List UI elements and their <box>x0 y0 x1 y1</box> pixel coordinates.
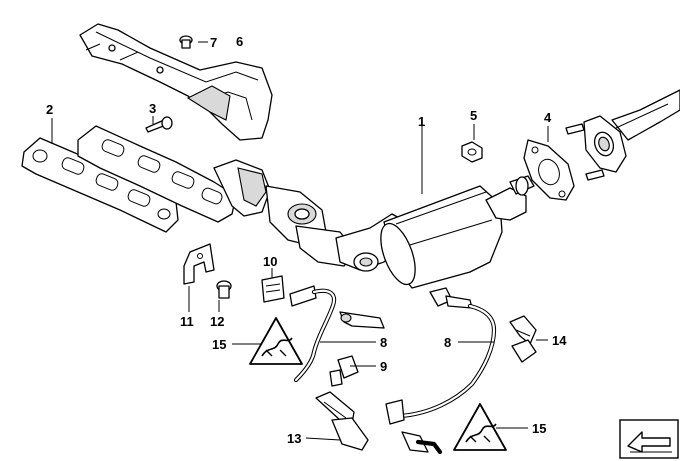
clip-part-10 <box>261 268 285 303</box>
callout-12: 12 <box>210 314 224 329</box>
callout-4: 4 <box>544 110 552 125</box>
bracket-part-11 <box>183 243 215 312</box>
callout-9: 9 <box>380 359 387 374</box>
callout-2: 2 <box>46 102 53 117</box>
clamp-part-14 <box>509 315 548 363</box>
flange-gasket-part <box>523 126 575 201</box>
callout-1: 1 <box>418 114 425 129</box>
bolt-part-7 <box>179 35 208 49</box>
oxygen-sensor-left <box>289 285 385 387</box>
bracket-part-13 <box>305 391 369 451</box>
callout-5: 5 <box>470 108 477 123</box>
nut-part-5 <box>461 124 483 163</box>
bolt-part-3 <box>145 116 173 133</box>
callout-13: 13 <box>287 431 301 446</box>
callout-3: 3 <box>149 101 156 116</box>
screw-part-12 <box>216 280 232 312</box>
callout-7: 7 <box>210 35 217 50</box>
hot-surface-warning-icon <box>453 403 528 451</box>
catalytic-converter-part <box>335 118 535 289</box>
callout-10: 10 <box>263 254 277 269</box>
callout-8-right: 8 <box>444 335 451 350</box>
callout-15-right: 15 <box>532 421 546 436</box>
oxygen-sensor-right <box>385 287 497 455</box>
callout-15-left: 15 <box>212 337 226 352</box>
navigation-arrow-icon[interactable] <box>619 419 679 459</box>
callout-8-left: 8 <box>380 335 387 350</box>
manifold-gasket-part <box>21 118 179 233</box>
heat-shield-part <box>79 23 273 141</box>
exhaust-pipe-flange <box>565 89 680 181</box>
hot-surface-warning-icon <box>232 317 303 365</box>
callout-6: 6 <box>236 34 243 49</box>
callout-11: 11 <box>180 314 194 329</box>
callout-14: 14 <box>552 333 567 348</box>
